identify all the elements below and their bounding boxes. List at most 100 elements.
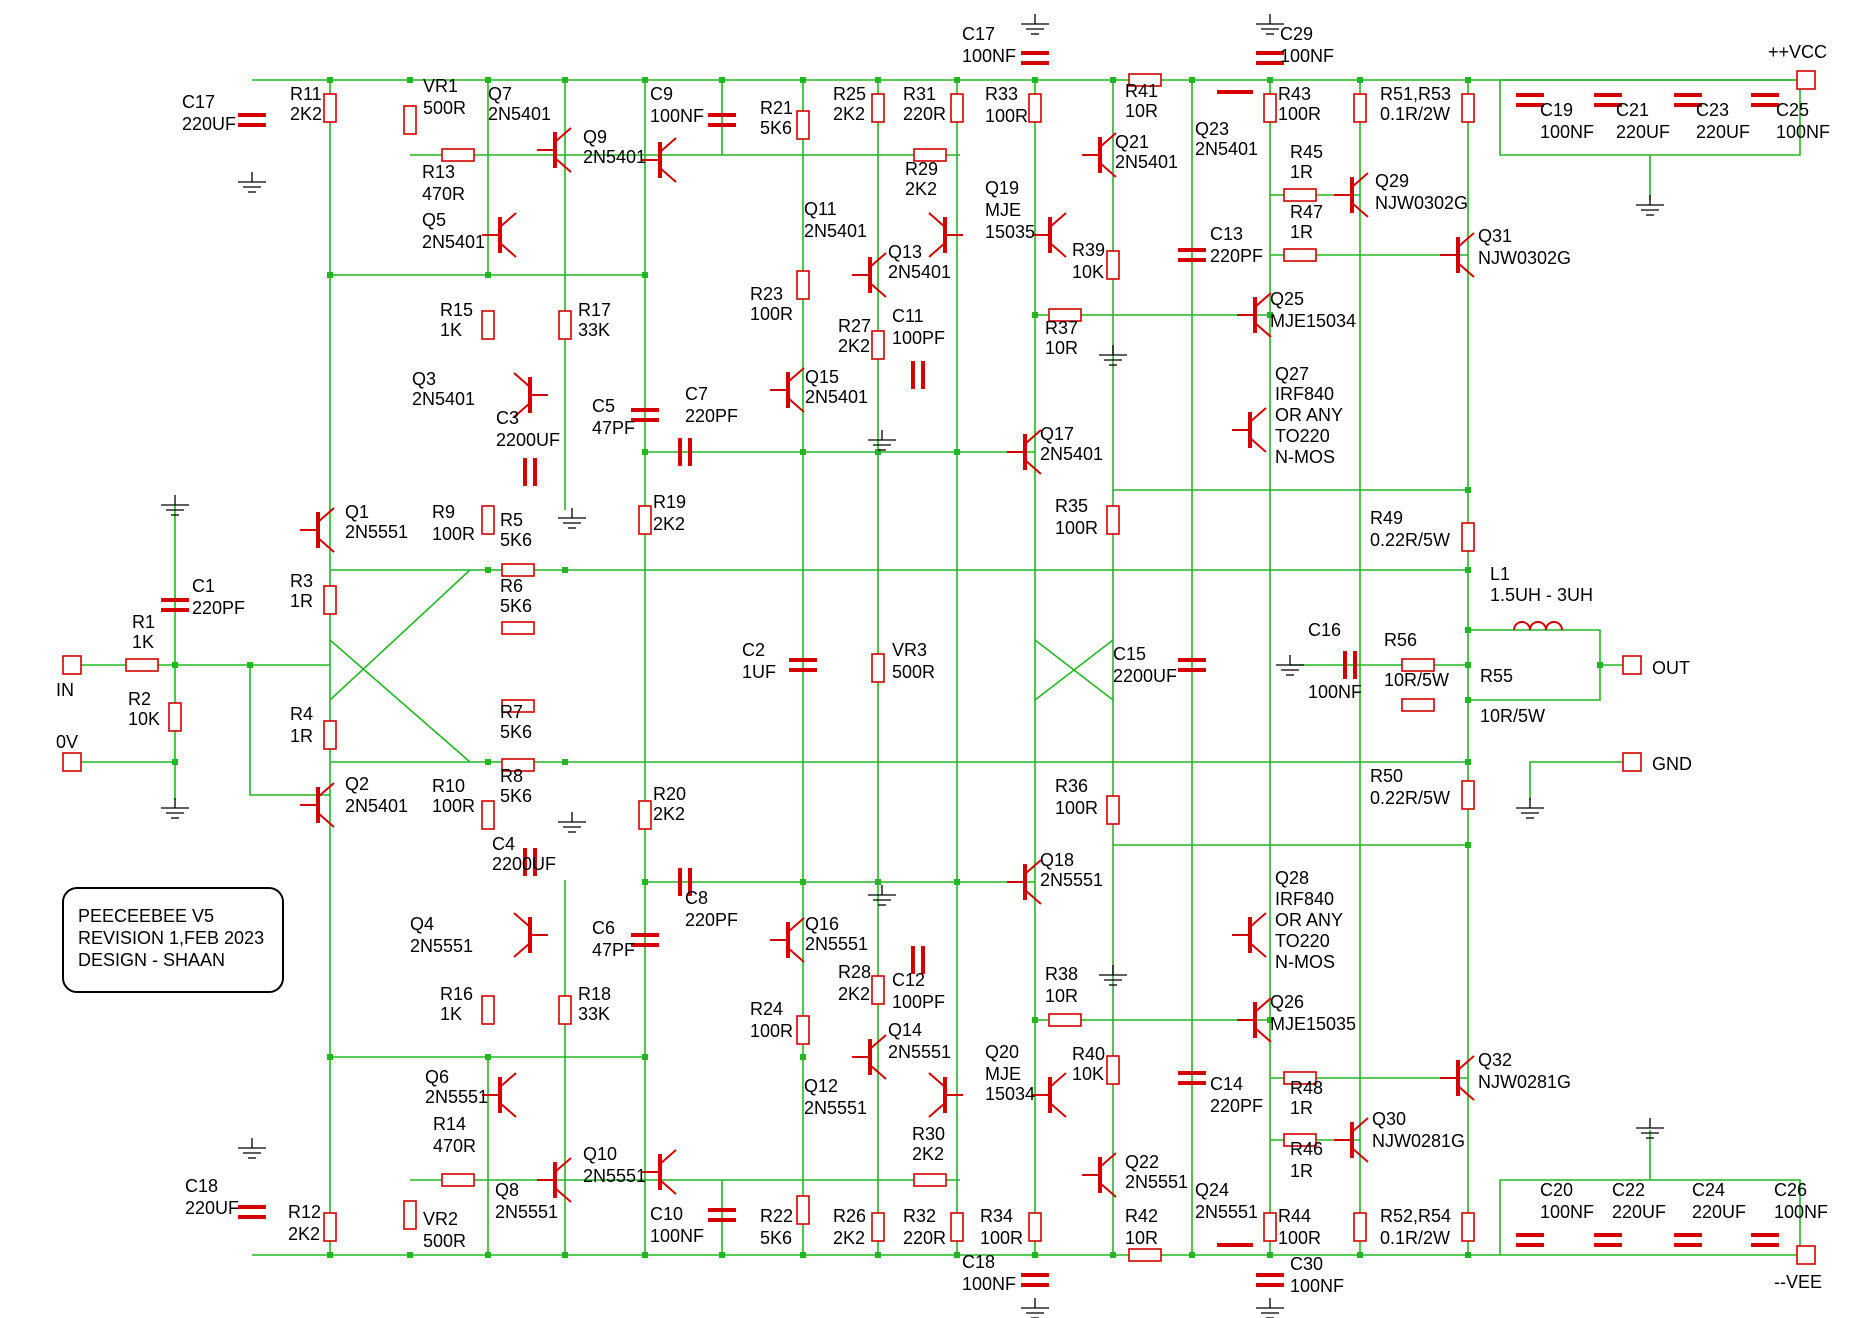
label-c5v: 47PF bbox=[592, 418, 635, 438]
wire bbox=[1529, 761, 1632, 800]
junction-dot bbox=[247, 662, 253, 668]
label-c20v: 100NF bbox=[1540, 1202, 1594, 1222]
label-q17v: 2N5401 bbox=[1040, 444, 1103, 464]
capacitor-c13 bbox=[1178, 248, 1206, 262]
capacitor-c4 bbox=[523, 848, 537, 876]
label-r10v: 100R bbox=[432, 796, 475, 816]
label-c11: C11 bbox=[892, 306, 924, 326]
zero-v-label: 0V bbox=[56, 732, 78, 752]
label-q11v: 2N5401 bbox=[804, 221, 867, 241]
label-q29v: NJW0302G bbox=[1375, 193, 1468, 213]
transistor-q15 bbox=[770, 367, 805, 413]
label-r51v: 0.1R/2W bbox=[1380, 104, 1450, 124]
label-q28v2: OR ANY bbox=[1275, 910, 1343, 930]
junction-dot bbox=[1032, 77, 1038, 83]
label-q2: Q2 bbox=[345, 774, 369, 794]
label-r6v: 5K6 bbox=[500, 596, 532, 616]
label-r45v: 1R bbox=[1290, 162, 1313, 182]
label-vr2: VR2 bbox=[423, 1209, 458, 1229]
resistor-r27 bbox=[871, 330, 885, 360]
label-q3v: 2N5401 bbox=[412, 389, 475, 409]
gnd-r40 bbox=[1099, 965, 1127, 986]
capacitor-c17-top bbox=[1021, 51, 1049, 65]
potentiometer-vr2 bbox=[403, 1200, 417, 1230]
junction-dot bbox=[1110, 77, 1116, 83]
label-r4v: 1R bbox=[290, 726, 313, 746]
label-c22: C22 bbox=[1612, 1180, 1645, 1200]
port-vcc bbox=[1796, 70, 1816, 90]
gnd-c17-top bbox=[1021, 14, 1049, 35]
capacitor-c29 bbox=[1256, 51, 1284, 65]
resistor-r38 bbox=[1048, 1013, 1082, 1027]
label-r49: R49 bbox=[1370, 508, 1403, 528]
label-r46: R46 bbox=[1290, 1139, 1323, 1159]
label-r37v: 10R bbox=[1045, 338, 1078, 358]
resistor-r30 bbox=[913, 1173, 947, 1187]
label-c19: C19 bbox=[1540, 100, 1573, 120]
resistor-r4 bbox=[323, 720, 337, 750]
label-r33v: 100R bbox=[985, 106, 1028, 126]
junction-dot bbox=[642, 449, 648, 455]
gnd-c29 bbox=[1256, 14, 1284, 35]
junction-dot bbox=[172, 759, 178, 765]
label-r22v: 5K6 bbox=[760, 1228, 792, 1248]
label-l1v: 1.5UH - 3UH bbox=[1490, 585, 1593, 605]
gnd-c16 bbox=[1276, 655, 1304, 676]
label-r15v: 1K bbox=[440, 320, 462, 340]
label-r46v: 1R bbox=[1290, 1161, 1313, 1181]
label-l1: L1 bbox=[1490, 564, 1510, 584]
junction-dot bbox=[800, 1252, 806, 1258]
label-r16v: 1K bbox=[440, 1004, 462, 1024]
transistor-q22 bbox=[1082, 1152, 1117, 1198]
transistor-q4 bbox=[513, 912, 548, 958]
transistor-q27 bbox=[1232, 407, 1267, 453]
label-r56v: 10R/5W bbox=[1384, 670, 1449, 690]
label-c10: C10 bbox=[650, 1204, 683, 1224]
resistor-r32 bbox=[950, 1212, 964, 1242]
potentiometer-vr1 bbox=[403, 105, 417, 135]
label-r47: R47 bbox=[1290, 202, 1323, 222]
transistor-q29 bbox=[1334, 172, 1369, 218]
capacitor-c15 bbox=[1178, 658, 1206, 672]
label-vr1: VR1 bbox=[423, 76, 458, 96]
junction-dot bbox=[562, 759, 568, 765]
label-r29v: 2K2 bbox=[905, 179, 937, 199]
title-line-1: PEECEEBEE V5 bbox=[78, 906, 214, 926]
label-q15v: 2N5401 bbox=[805, 387, 868, 407]
label-r20: R20 bbox=[653, 784, 686, 804]
label-c12v: 100PF bbox=[892, 992, 945, 1012]
capacitor-c22 bbox=[1594, 1233, 1622, 1247]
capacitor-c30 bbox=[1256, 1273, 1284, 1287]
label-q13v: 2N5401 bbox=[888, 262, 951, 282]
resistor-r33 bbox=[1028, 93, 1042, 123]
junction-dot bbox=[1267, 1252, 1273, 1258]
junction-dot bbox=[800, 879, 806, 885]
capacitor-c3 bbox=[523, 458, 537, 486]
gnd-label: GND bbox=[1652, 754, 1692, 774]
label-r45: R45 bbox=[1290, 142, 1323, 162]
resistor-r13 bbox=[441, 148, 475, 162]
resistor-r52b bbox=[1461, 1212, 1475, 1242]
label-r7: R7 bbox=[500, 702, 523, 722]
transistor-q9 bbox=[642, 137, 677, 183]
label-c16: C16 bbox=[1308, 620, 1341, 640]
label-c2: C2 bbox=[742, 640, 765, 660]
junction-dot bbox=[1465, 662, 1471, 668]
title-line-3: DESIGN - SHAAN bbox=[78, 950, 225, 970]
label-c18l: C18 bbox=[185, 1176, 218, 1196]
label-c8: C8 bbox=[685, 888, 708, 908]
label-q29: Q29 bbox=[1375, 171, 1409, 191]
label-r6: R6 bbox=[500, 576, 523, 596]
junction-dot bbox=[1267, 1017, 1273, 1023]
label-q28v3: TO220 bbox=[1275, 931, 1330, 951]
transistor-q2 bbox=[300, 782, 335, 828]
resistor-r44 bbox=[1263, 1212, 1277, 1242]
junction-dot bbox=[485, 759, 491, 765]
label-r38v: 10R bbox=[1045, 986, 1078, 1006]
junction-dot bbox=[1267, 77, 1273, 83]
label-c17t: C17 bbox=[962, 24, 995, 44]
label-r36: R36 bbox=[1055, 776, 1088, 796]
gnd-q4 bbox=[558, 812, 586, 833]
label-c6v: 47PF bbox=[592, 940, 635, 960]
junction-dot bbox=[642, 77, 648, 83]
